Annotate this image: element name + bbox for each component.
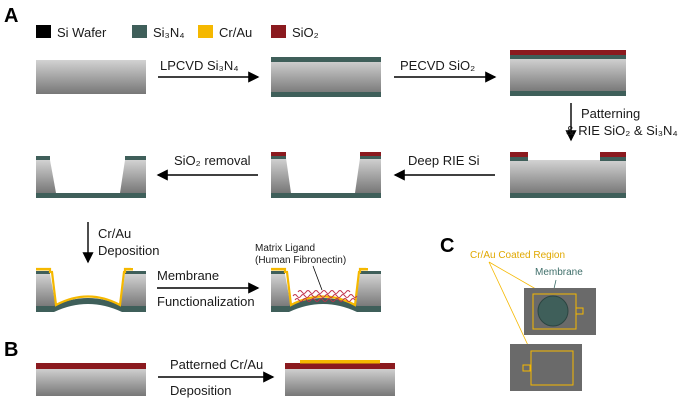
ligand-squiggles	[292, 290, 358, 302]
step-patterned-line1: Patterned Cr/Au	[170, 357, 263, 372]
membrane-label: Membrane	[535, 267, 583, 278]
panel-label-a: A	[4, 5, 18, 27]
legend: Si Wafer Si₃N₄ Cr/Au SiO₂	[36, 25, 319, 40]
wafer-oxide	[510, 50, 626, 96]
ligand-pointer	[312, 265, 323, 291]
wafer-etched	[36, 156, 146, 198]
chip-top	[524, 288, 596, 335]
wafer-patterned	[510, 152, 626, 198]
coated-region-label: Cr/Au Coated Region	[470, 250, 565, 261]
chip-bottom	[510, 344, 582, 391]
legend-label-nitride: Si₃N₄	[153, 25, 185, 40]
ligand-label-line2: (Human Fibronectin)	[255, 255, 346, 266]
wafer-gold-coated	[36, 267, 146, 312]
step-membrane-line1: Membrane	[157, 268, 219, 283]
legend-swatch-crau	[198, 25, 213, 38]
legend-label-si: Si Wafer	[57, 25, 107, 40]
step-deep-rie: Deep RIE Si	[408, 153, 480, 168]
legend-swatch-nitride	[132, 25, 147, 38]
wafer-etched-oxide	[271, 152, 381, 198]
pointer-coated-bottom	[488, 261, 534, 357]
legend-label-crau: Cr/Au	[219, 25, 252, 40]
step-crau-line2: Deposition	[98, 243, 159, 258]
step-patterning-line1: Patterning	[581, 106, 640, 121]
step-patterning-line2: & RIE SiO₂ & Si₃N₄	[566, 123, 678, 138]
wafer-b-left	[36, 363, 146, 396]
step-sio2-removal: SiO₂ removal	[174, 153, 251, 168]
step-membrane-line2: Functionalization	[157, 294, 255, 309]
legend-label-oxide: SiO₂	[292, 25, 319, 40]
wafer-bare	[36, 60, 146, 94]
step-crau-line1: Cr/Au	[98, 226, 131, 241]
wafer-b-right	[285, 360, 395, 396]
step-lpcvd: LPCVD Si₃N₄	[160, 58, 239, 73]
legend-swatch-si	[36, 25, 51, 38]
step-pecvd: PECVD SiO₂	[400, 58, 475, 73]
ligand-label-line1: Matrix Ligand	[255, 243, 315, 254]
legend-swatch-oxide	[271, 25, 286, 38]
panel-label-c: C	[440, 235, 454, 257]
wafer-nitride	[271, 57, 381, 97]
panel-label-b: B	[4, 339, 18, 361]
wafer-functionalized	[271, 267, 381, 312]
step-patterned-line2: Deposition	[170, 383, 231, 398]
